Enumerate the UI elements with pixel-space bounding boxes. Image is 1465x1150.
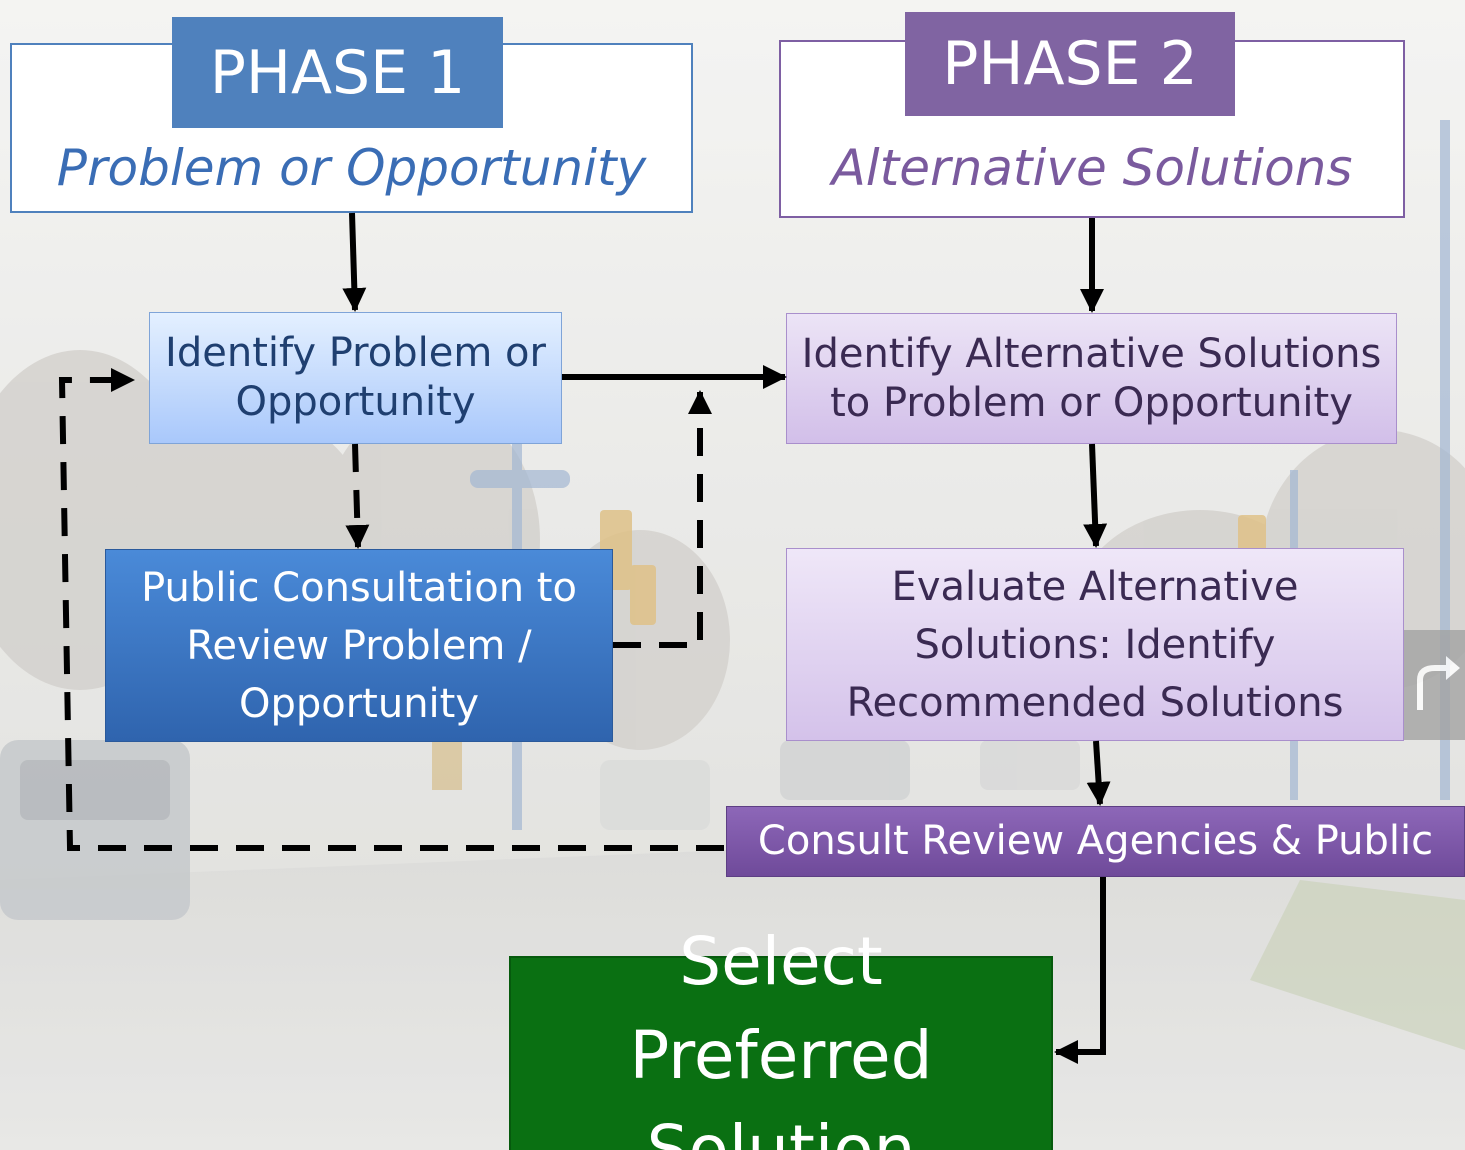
phase2-tab: PHASE 2 [905, 12, 1235, 116]
turn-arrow-sign-icon [1403, 630, 1465, 740]
evaluate-alternatives-box: Evaluate Alternative Solutions: Identify… [786, 548, 1404, 741]
phase1-subtitle: Problem or Opportunity [56, 139, 647, 197]
public-consultation-box: Public Consultation to Review Problem / … [105, 549, 613, 742]
select-preferred-solution-box: Select Preferred Solution [509, 923, 1053, 1150]
identify-alternatives-box: Identify Alternative Solutions to Proble… [786, 313, 1397, 444]
phase1-tab: PHASE 1 [172, 17, 503, 128]
consult-agencies-box: Consult Review Agencies & Public [726, 806, 1465, 877]
phase1-frame [10, 43, 693, 213]
identify-problem-box: Identify Problem or Opportunity [149, 312, 562, 444]
phase2-subtitle: Alternative Solutions [831, 139, 1353, 197]
